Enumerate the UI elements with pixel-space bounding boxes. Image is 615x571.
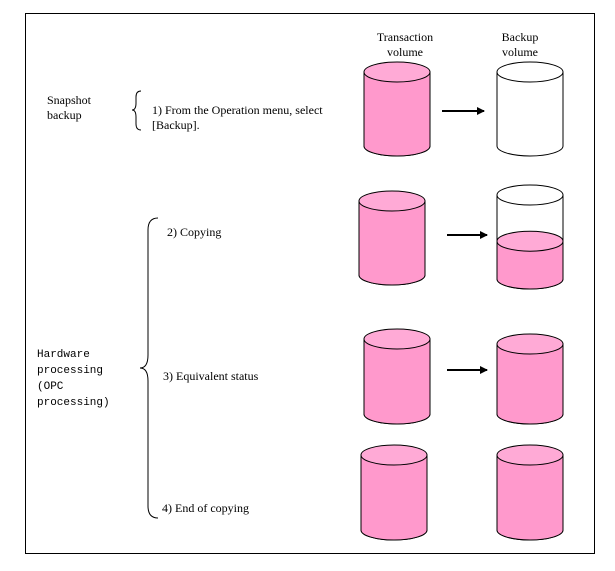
transaction-volume-4 (360, 444, 428, 541)
transaction-volume-header: Transaction volume (360, 30, 450, 60)
snapshot-label-line2: backup (47, 108, 82, 122)
step-1-label: 1) From the Operation menu, select [Back… (152, 103, 323, 133)
transaction-header-line2: volume (387, 45, 423, 59)
hardware-label-line2: processing (37, 365, 104, 377)
backup-volume-2 (496, 184, 564, 290)
transaction-header-line1: Transaction (376, 30, 434, 44)
snapshot-label-line1: Snapshot (47, 93, 92, 107)
snapshot-backup-label: Snapshot backup (47, 93, 91, 123)
backup-volume-header: Backup volume (490, 30, 550, 60)
step-2-label: 2) Copying (167, 225, 222, 239)
transaction-volume-2 (358, 190, 426, 286)
hardware-label-line4: processing) (37, 397, 110, 409)
hardware-brace (139, 217, 159, 519)
step-4-label: 4) End of copying (162, 501, 249, 515)
backup-volume-4 (496, 444, 564, 541)
backup-volume-3 (496, 333, 564, 425)
step-1-line2: [Backup]. (152, 118, 200, 132)
step-1-line1: 1) From the Operation menu, select (152, 103, 323, 117)
backup-volume-1 (496, 61, 564, 157)
transaction-volume-1 (363, 61, 431, 157)
backup-header-line1: Backup (501, 30, 539, 44)
step-3-label: 3) Equivalent status (163, 369, 259, 383)
backup-header-line2: volume (502, 45, 538, 59)
hardware-processing-label: Hardware processing (OPC processing) (37, 347, 110, 411)
snapshot-brace (131, 90, 142, 131)
transaction-volume-3 (363, 328, 431, 425)
hardware-label-line1: Hardware (37, 349, 90, 361)
hardware-label-line3: (OPC (37, 381, 64, 393)
